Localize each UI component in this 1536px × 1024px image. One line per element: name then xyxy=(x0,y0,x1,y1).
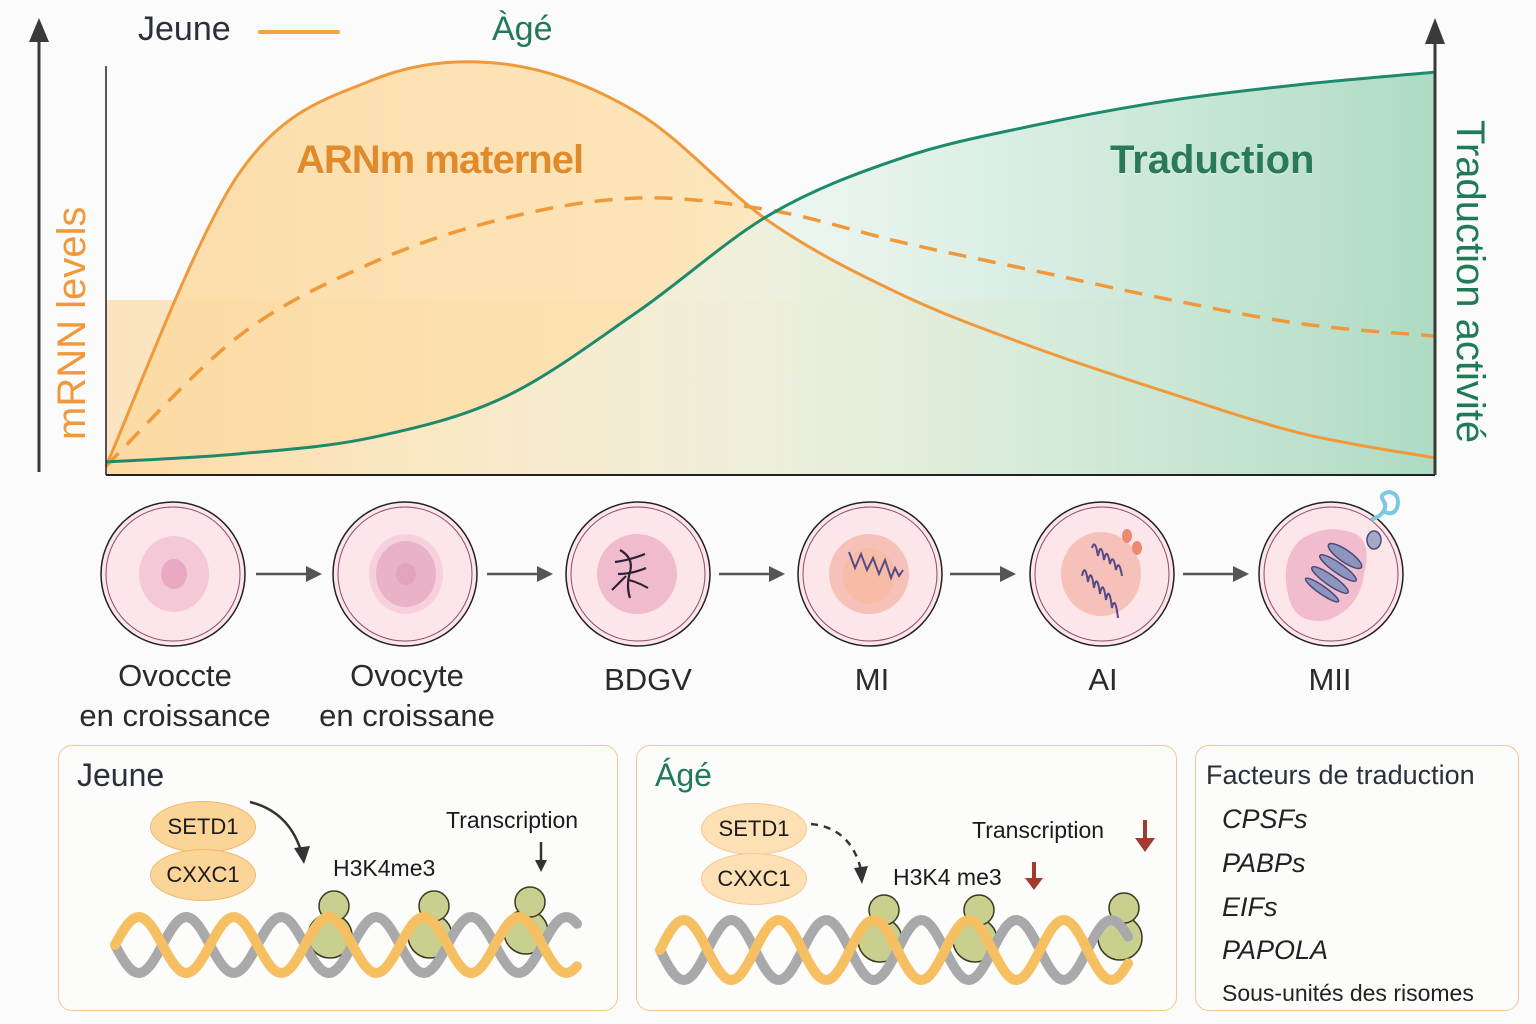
line-traduction xyxy=(105,70,1436,464)
stage-1-line2: en croissance xyxy=(79,698,271,733)
translation-area-label: Traduction xyxy=(1110,138,1315,182)
stage-1-line1: Ovoccte xyxy=(118,658,232,693)
stage-6-oocyte-icon xyxy=(1258,501,1404,647)
legend-young-line xyxy=(258,30,340,34)
line-arnm-maternel-jeune xyxy=(104,60,1436,467)
h3k4me3-label: H3K4me3 xyxy=(333,855,436,881)
right-axis-title: Traduction activité xyxy=(1448,120,1492,444)
transcription-decrease-icon xyxy=(1135,820,1155,852)
oocyte-stages-row xyxy=(100,490,1404,647)
old-panel-title: Ágé xyxy=(655,757,712,793)
dna-young-strand xyxy=(110,911,582,979)
stage-label-2: Ovocyte en croissane xyxy=(287,656,527,736)
stage-2-line1: Ovocyte xyxy=(350,658,464,693)
mrna-area-label: ARNm maternel xyxy=(296,138,584,182)
stage-5-oocyte-icon xyxy=(1029,501,1175,647)
translation-factors-panel xyxy=(1195,745,1519,1011)
stage-1-oocyte-icon xyxy=(100,501,246,647)
stage-arrow-icon xyxy=(487,566,553,582)
factor-pabps: PABPs xyxy=(1222,848,1306,878)
stage-arrow-icon xyxy=(719,566,785,582)
factor-eifs: EIFs xyxy=(1222,892,1278,922)
dna-helix-old xyxy=(655,892,1143,986)
stage-label-5: AI xyxy=(1088,662,1118,697)
transcription-arrow-icon xyxy=(535,842,547,872)
stage-arrow-icon xyxy=(256,566,322,582)
setd1-enzyme: SETD1 xyxy=(150,801,256,853)
stage-label-4: MI xyxy=(854,662,890,697)
h3k4me3-label-aged: H3K4 me3 xyxy=(893,864,1002,890)
methylation-arrow-icon xyxy=(249,800,304,855)
translation-factors-title: Facteurs de traduction xyxy=(1206,760,1475,790)
setd1-enzyme-aged: SETD1 xyxy=(701,803,807,855)
h3k4me3-decrease-icon xyxy=(1025,862,1043,890)
weak-methylation-arrow-icon xyxy=(810,822,863,871)
dna-helix-young xyxy=(110,886,582,979)
stage-3-oocyte-icon xyxy=(565,501,711,647)
methylation-arrowhead-icon xyxy=(294,846,310,864)
factor-ribosome-subunits: Sous-unités des risomes xyxy=(1222,980,1474,1006)
transcription-label-aged: Transcription xyxy=(972,817,1105,843)
young-panel-title: Jeune xyxy=(77,757,165,793)
right-axis-arrowhead xyxy=(1425,18,1445,44)
stage-label-3: BDGV xyxy=(604,662,692,697)
stage-arrow-icon xyxy=(950,566,1016,582)
area-traduction xyxy=(106,72,1435,475)
factor-cpsfs: CPSFs xyxy=(1222,804,1308,834)
factor-papola: PAPOLA xyxy=(1222,935,1329,965)
dna-young-strand xyxy=(110,911,582,979)
cxxc1-enzyme: CXXC1 xyxy=(150,849,256,901)
transcription-label: Transcription xyxy=(446,807,579,833)
stage-label-1: Ovoccte en croissance xyxy=(55,656,295,736)
legend-young-label: Jeune xyxy=(138,10,231,48)
left-axis-title: mRNN levels xyxy=(50,206,94,440)
chromatin-graphics xyxy=(110,800,1155,986)
stage-label-6: MII xyxy=(1308,662,1352,697)
cxxc1-enzyme-aged: CXXC1 xyxy=(701,853,807,905)
legend-old-label: Àgé xyxy=(492,10,553,48)
weak-methylation-arrowhead-icon xyxy=(854,866,868,884)
stage-arrow-icon xyxy=(1183,566,1249,582)
dna-old-strand xyxy=(655,914,1133,986)
stage-4-oocyte-icon xyxy=(797,501,943,647)
stage-2-line2: en croissane xyxy=(319,698,495,733)
sperm-tail-icon xyxy=(1370,490,1400,522)
stage-2-oocyte-icon xyxy=(332,501,478,647)
left-axis-arrowhead xyxy=(29,18,49,42)
dna-old-strand xyxy=(655,914,1133,986)
